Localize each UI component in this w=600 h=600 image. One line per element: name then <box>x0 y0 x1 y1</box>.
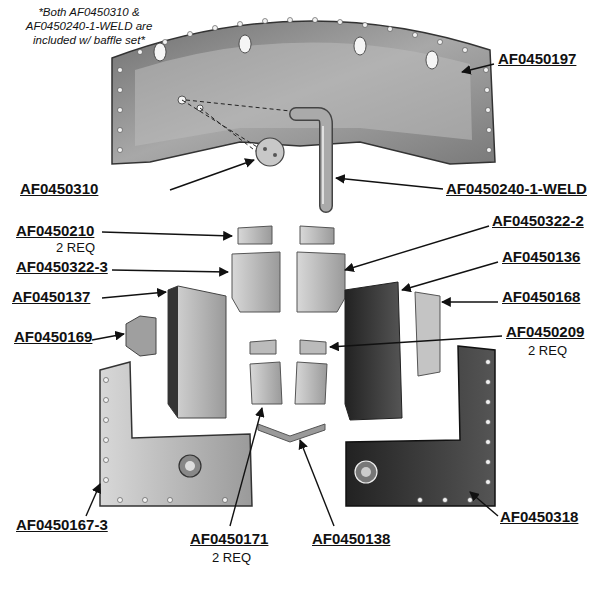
part-number: AF0450240-1-WELD <box>446 180 587 197</box>
part-number: AF0450167-3 <box>16 516 108 533</box>
part-number: AF0450168 <box>502 288 580 305</box>
part-number: AF0450209 <box>506 323 584 340</box>
part-number: AF0450210 <box>16 222 94 239</box>
part-number: AF0450318 <box>500 508 578 525</box>
quantity-note: 2 REQ <box>56 240 95 255</box>
part-number: AF0450197 <box>498 50 576 67</box>
quantity-note: 2 REQ <box>212 550 251 565</box>
part-number: AF0450310 <box>20 180 98 197</box>
part-number: AF0450171 <box>190 530 268 547</box>
part-number: AF0450136 <box>502 248 580 265</box>
part-number: AF0450322-2 <box>492 212 584 229</box>
part-number: AF0450138 <box>312 530 390 547</box>
part-number: AF0450137 <box>12 288 90 305</box>
quantity-note: 2 REQ <box>528 343 567 358</box>
part-number: AF0450322-3 <box>16 258 108 275</box>
note: *Both AF0450310 & AF0450240-1-WELD are i… <box>14 6 164 47</box>
part-number: AF0450169 <box>14 328 92 345</box>
